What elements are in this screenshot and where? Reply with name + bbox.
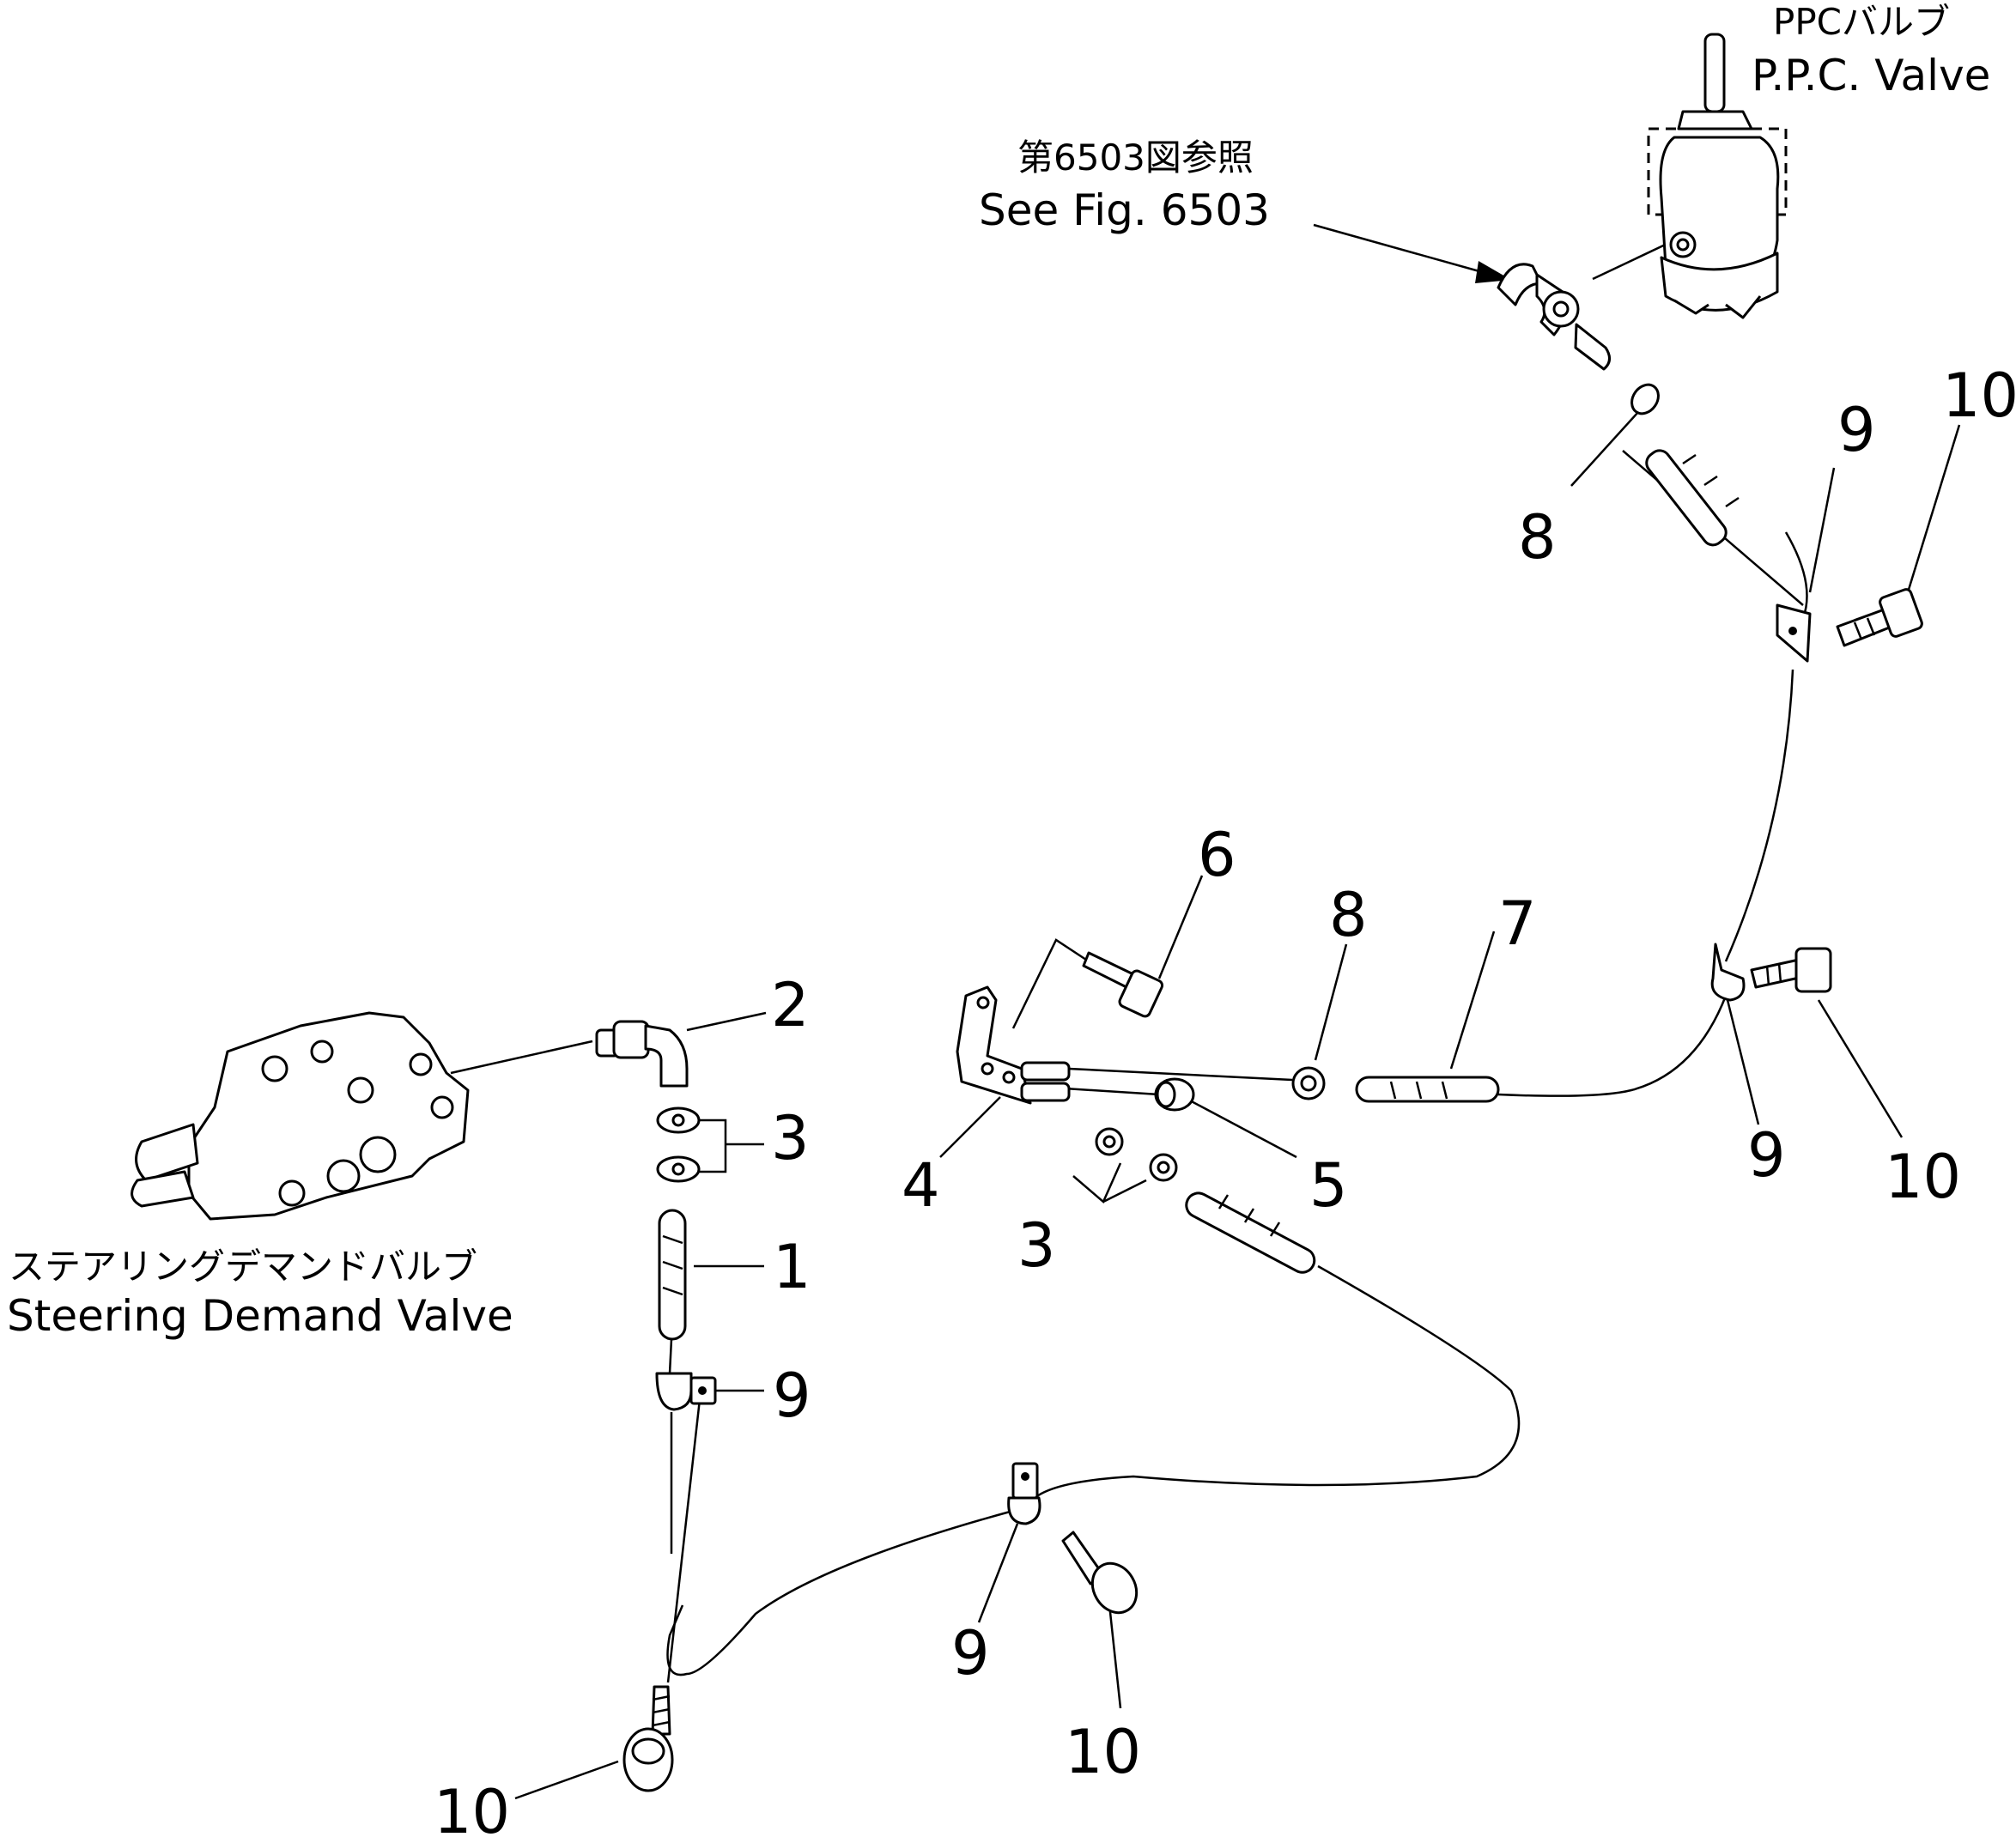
clamp-9-right[interactable]: [1710, 943, 1746, 1002]
see-fig-label-en: See Fig. 6503: [979, 185, 1270, 235]
bolt-10-right[interactable]: [1750, 947, 1832, 993]
steering-valve-label-en: Steering Demand Valve: [7, 1291, 513, 1341]
clamp-9-bottom[interactable]: [1007, 1462, 1041, 1525]
callout-block-4: 4: [902, 1150, 940, 1221]
hose-mid[interactable]: [1182, 1189, 1319, 1276]
callout-hose-7: 7: [1498, 888, 1537, 959]
plug-5[interactable]: [1154, 1077, 1195, 1112]
block-4[interactable]: [956, 985, 1071, 1105]
hose-top-short[interactable]: [1643, 446, 1740, 549]
hose-7[interactable]: [1355, 1076, 1500, 1103]
callout-clamp-3-mid: 3: [1017, 1210, 1056, 1281]
callout-bolt-10-top: 10: [1942, 361, 2016, 431]
callout-clamp-9-top: 9: [1837, 395, 1876, 465]
clamp-3-left-a[interactable]: [656, 1106, 701, 1134]
ppc-valve-label-en: P.P.C. Valve: [1752, 51, 1990, 100]
callout-hose-1: 1: [773, 1232, 811, 1302]
bolt-10-bottom[interactable]: [1061, 1531, 1145, 1621]
bolt-10-left[interactable]: [622, 1685, 674, 1792]
ppc-valve-label-jp: PPCバルブ: [1773, 1, 1950, 43]
callout-bolt-10-bottom: 10: [1065, 1717, 1141, 1787]
steering-valve-label-jp: ステアリングデマンドバルブ: [9, 1246, 477, 1288]
callout-bolt-6: 6: [1198, 820, 1236, 890]
callout-plug-5: 5: [1309, 1150, 1348, 1221]
callout-clamp-9-bottom: 9: [951, 1618, 990, 1688]
callout-clamp-9-right: 9: [1747, 1120, 1786, 1191]
elbow-2[interactable]: [595, 1020, 689, 1088]
ppc-valve[interactable]: [1647, 33, 1788, 319]
callout-elbow-2: 2: [771, 970, 810, 1040]
callout-clamp-3-left: 3: [771, 1103, 810, 1173]
bolt-10-top[interactable]: [1836, 588, 1923, 647]
leader-lines: [450, 223, 1961, 1800]
hose-1[interactable]: [658, 1209, 687, 1341]
clamp-9-top[interactable]: [1776, 603, 1812, 663]
clamp-9-left[interactable]: [655, 1372, 717, 1411]
callout-bolt-10-right: 10: [1885, 1142, 1961, 1212]
elbow-fitting-top[interactable]: [1497, 263, 1611, 371]
text-labels: PPCバルブ P.P.C. Valve 第6503図参照 See Fig. 65…: [7, 1, 2016, 1837]
bolt-6[interactable]: [1082, 951, 1164, 1018]
callout-clamp-9-left: 9: [773, 1361, 811, 1431]
clamp-3-mid-a[interactable]: [1095, 1127, 1124, 1156]
callout-clamp-8-top: 8: [1518, 502, 1557, 573]
clamp-3-mid-b[interactable]: [1149, 1153, 1178, 1182]
callout-bolt-10-left: 10: [434, 1777, 510, 1837]
steering-demand-valve[interactable]: [131, 1011, 470, 1221]
callout-clamp-8-mid: 8: [1329, 880, 1368, 950]
clamp-8-mid[interactable]: [1291, 1066, 1326, 1100]
clamp-8-top[interactable]: [1626, 379, 1664, 419]
see-fig-label-jp: 第6503図参照: [1017, 136, 1254, 179]
clamp-3-left-b[interactable]: [656, 1155, 701, 1183]
